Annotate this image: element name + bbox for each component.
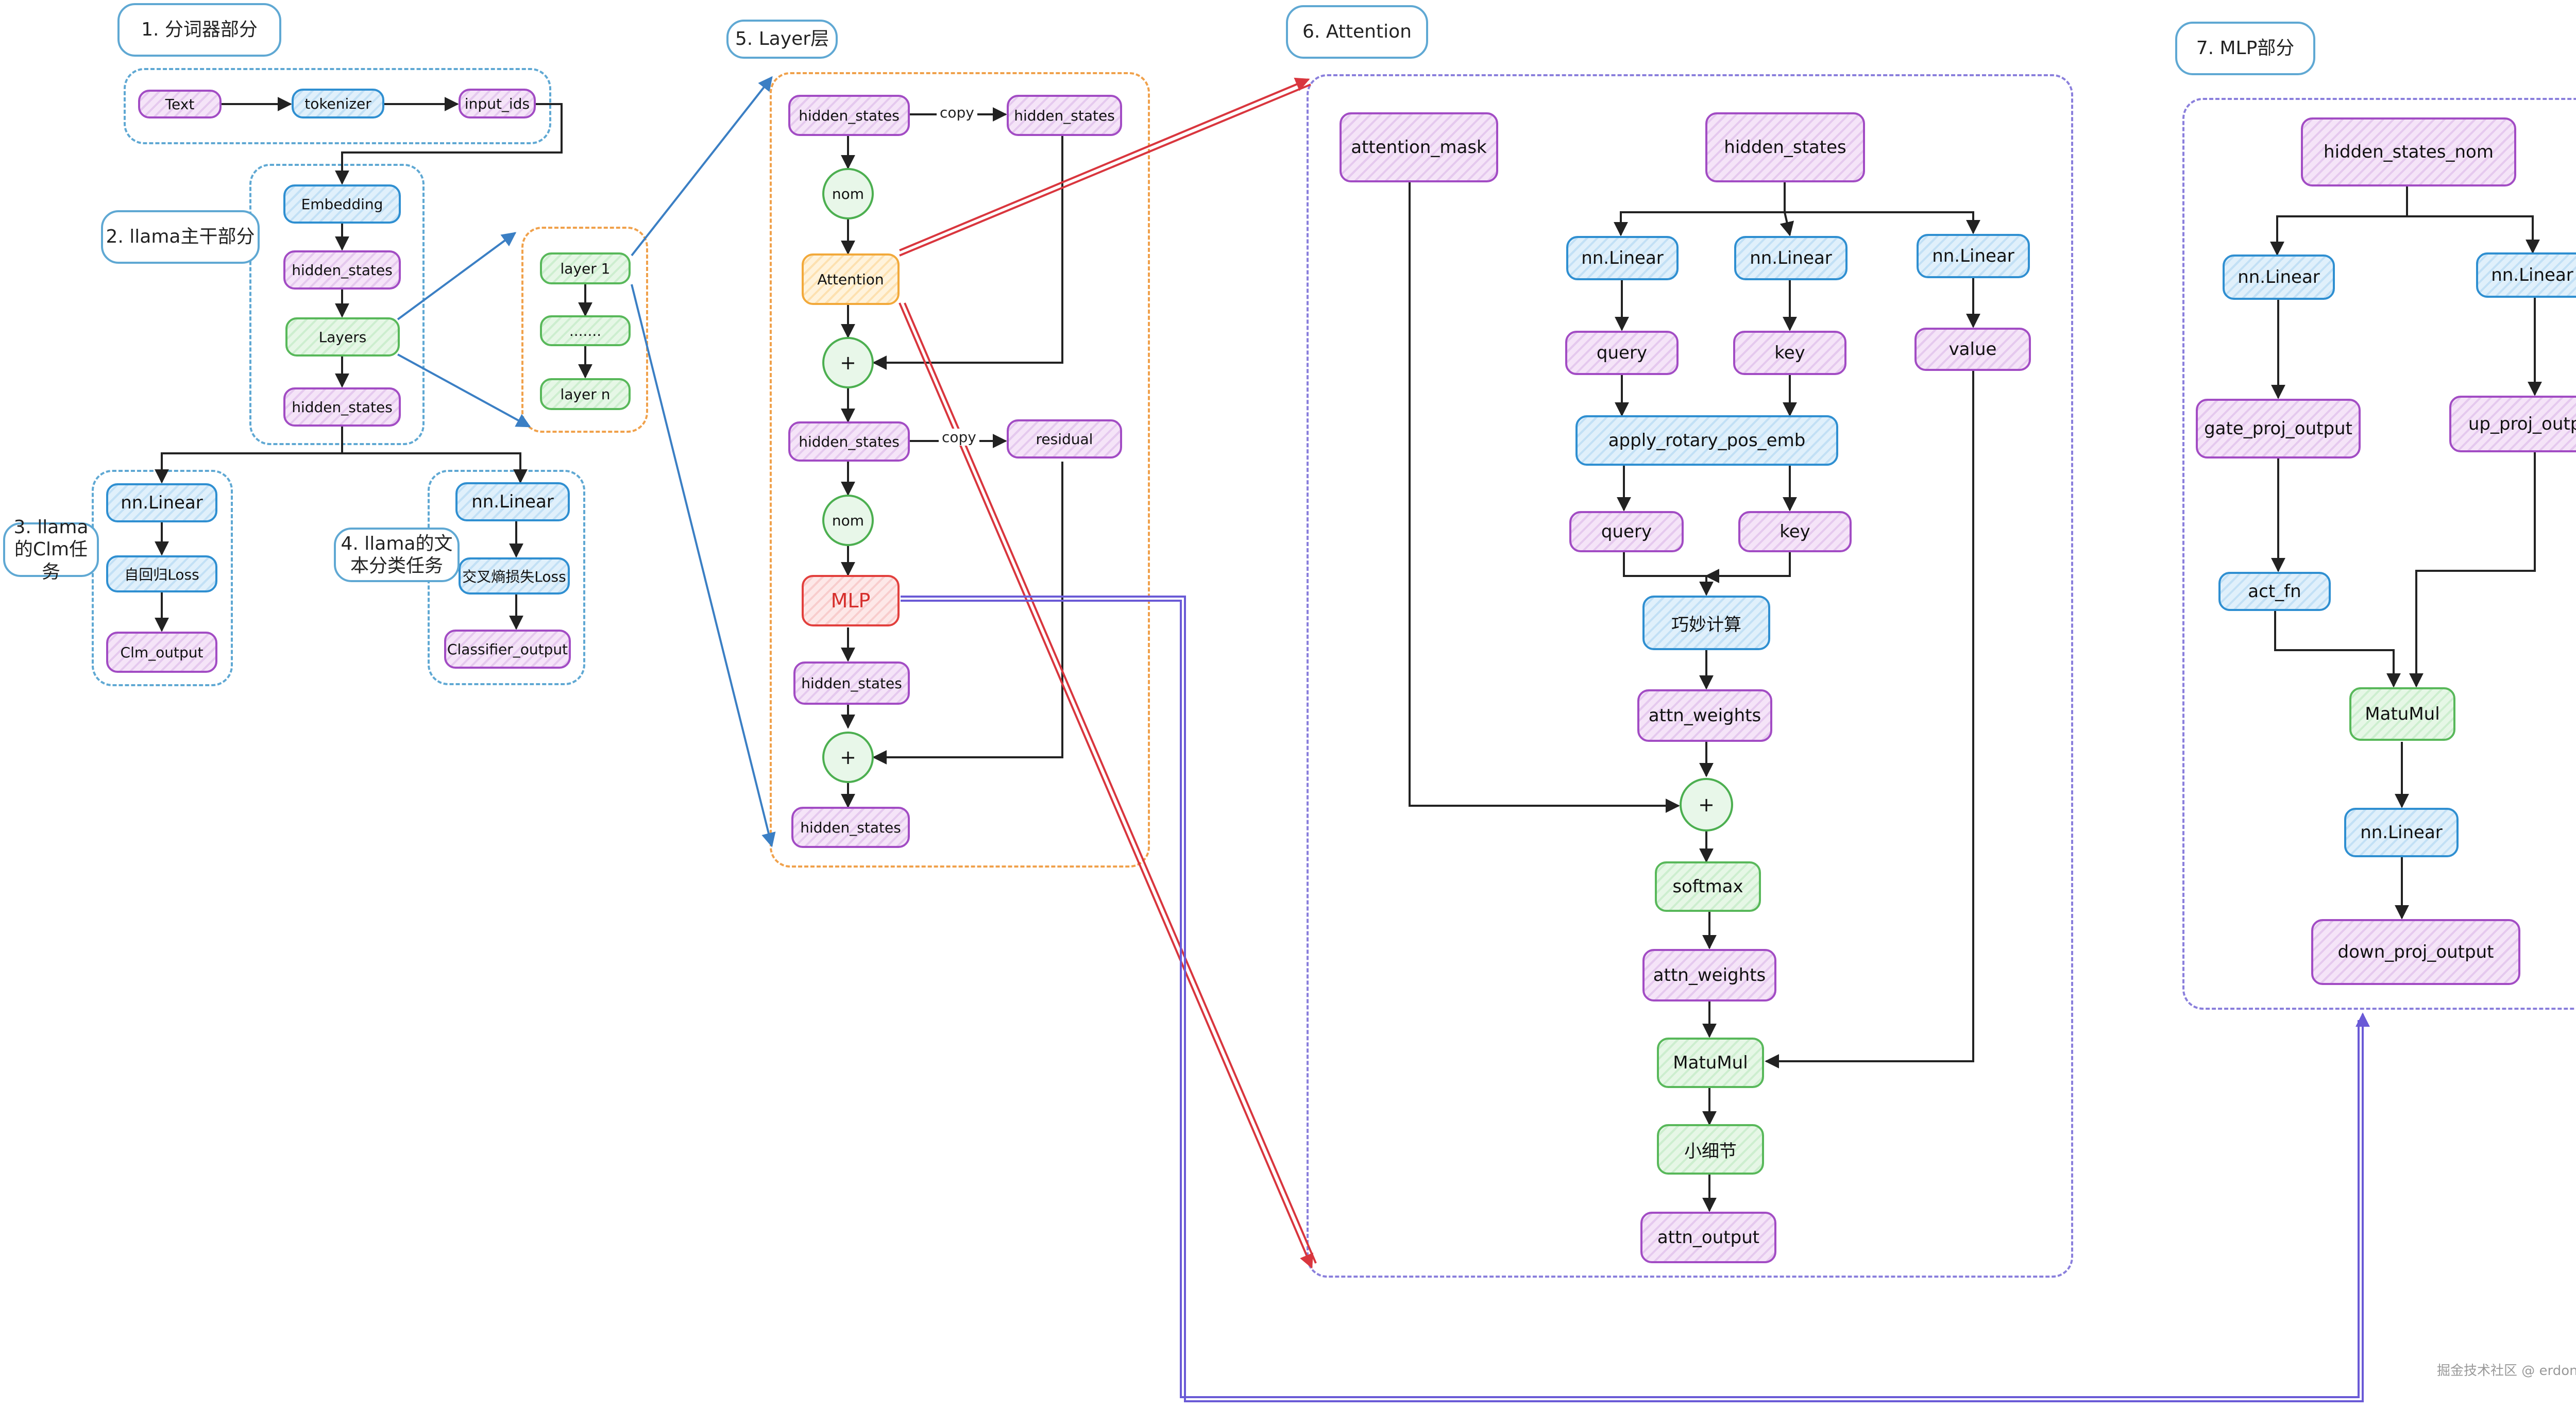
- attn-plus-node: +: [1680, 778, 1733, 831]
- linear-q-node: nn.Linear: [1566, 236, 1679, 280]
- linear-v-node: nn.Linear: [1917, 234, 2030, 278]
- clm-output-node: Clm_output: [106, 632, 217, 673]
- copy-label-2: copy: [939, 429, 979, 446]
- key-2-node: key: [1738, 511, 1852, 552]
- text-node: Text: [138, 90, 222, 118]
- value-node: value: [1914, 328, 2031, 371]
- title-clm-section: 3. llama的Clm任务: [3, 517, 99, 583]
- cls-loss-node: 交叉熵损失Loss: [459, 557, 570, 595]
- title-attention-section: 6. Attention: [1286, 5, 1428, 59]
- linear-down-node: nn.Linear: [2344, 808, 2459, 857]
- attention-mask-node: attention_mask: [1340, 112, 1498, 182]
- attn-output-node: attn_output: [1640, 1212, 1776, 1263]
- title-backbone-section: 2. llama主干部分: [101, 210, 260, 264]
- up-proj-output-node: up_proj_output: [2449, 396, 2576, 452]
- layer-plus-2: +: [822, 732, 874, 783]
- copy-label-1: copy: [937, 104, 977, 121]
- layer-hidden-states-mlp: hidden_states: [793, 661, 910, 705]
- key-node: key: [1733, 331, 1846, 375]
- layer-hidden-states-out: hidden_states: [791, 807, 910, 848]
- mlp-matmul-node: MatuMul: [2349, 687, 2455, 741]
- attention-node[interactable]: Attention: [802, 253, 900, 305]
- cls-linear-node: nn.Linear: [455, 482, 570, 521]
- gate-proj-output-node: gate_proj_output: [2196, 399, 2361, 459]
- mlp-hidden-states-node: hidden_states_nom: [2301, 117, 2516, 186]
- calc-node: 巧妙计算: [1642, 596, 1770, 650]
- backbone-hidden-states-1: hidden_states: [283, 250, 401, 290]
- softmax-node: softmax: [1655, 861, 1761, 912]
- clm-linear-node: nn.Linear: [106, 483, 217, 522]
- query-2-node: query: [1569, 511, 1684, 552]
- layer-n-node: layer n: [540, 378, 631, 410]
- linear-up-node: nn.Linear: [2476, 252, 2576, 298]
- act-fn-node: act_fn: [2218, 572, 2331, 611]
- clm-loss-node: 自回归Loss: [106, 555, 217, 592]
- layer-hidden-states-mid: hidden_states: [788, 421, 910, 462]
- linear-gate-node: nn.Linear: [2223, 254, 2335, 300]
- detail-node: 小细节: [1657, 1124, 1764, 1175]
- title-tokenizer-section: 1. 分词器部分: [117, 3, 281, 57]
- attn-weights-2-node: attn_weights: [1642, 949, 1776, 1001]
- tokenizer-node: tokenizer: [292, 89, 384, 118]
- watermark: 掘金技术社区 @ erdongchen: [2437, 1363, 2576, 1379]
- layer-1-node: layer 1: [540, 252, 631, 284]
- layer-norm-1: nom: [822, 168, 874, 219]
- link-l1-layer-bottom: [631, 284, 776, 847]
- title-cls-section: 4. llama的文本分类任务: [334, 528, 460, 582]
- embedding-node: Embedding: [283, 184, 401, 224]
- layer-hidden-states-in: hidden_states: [788, 95, 910, 136]
- residual-node: residual: [1007, 419, 1122, 459]
- layer-hidden-states-copy: hidden_states: [1007, 95, 1122, 136]
- down-proj-output-node: down_proj_output: [2311, 919, 2520, 985]
- attn-matmul-node: MatuMul: [1657, 1038, 1764, 1088]
- layer-norm-2: nom: [822, 495, 874, 546]
- layers-node: Layers: [285, 317, 400, 357]
- rope-node: apply_rotary_pos_emb: [1575, 415, 1838, 466]
- title-mlp-section: 7. MLP部分: [2175, 22, 2315, 75]
- mlp-node[interactable]: MLP: [802, 575, 900, 626]
- input-ids-node: input_ids: [459, 89, 536, 118]
- query-node: query: [1565, 331, 1679, 375]
- link-l1-layer-top: [631, 76, 773, 257]
- title-layer-section: 5. Layer层: [726, 20, 838, 59]
- backbone-hidden-states-2: hidden_states: [283, 387, 401, 427]
- layer-dots-node: .......: [540, 315, 631, 346]
- mlp-group: [2182, 98, 2576, 1010]
- attn-hidden-states-node: hidden_states: [1705, 112, 1865, 182]
- cls-output-node: Classifier_output: [444, 630, 571, 669]
- attn-weights-1-node: attn_weights: [1637, 689, 1772, 742]
- layer-plus-1: +: [822, 337, 874, 388]
- linear-k-node: nn.Linear: [1734, 236, 1848, 280]
